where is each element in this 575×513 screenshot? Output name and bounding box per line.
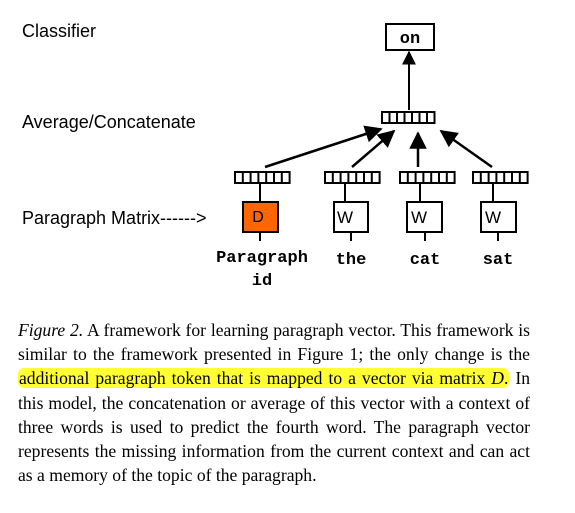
word-box-letter: W <box>485 208 501 227</box>
caption-label: Figure 2. <box>18 320 84 340</box>
figure-caption: Figure 2. A framework for learning parag… <box>18 318 530 487</box>
input-label-the: the <box>336 251 367 270</box>
caption-text-before: A framework for learning paragraph vecto… <box>18 320 530 365</box>
paragraph-vector <box>234 171 291 184</box>
caption-highlight-var: D <box>491 368 504 389</box>
output-box: on <box>385 23 435 51</box>
label-average-concatenate: Average/Concatenate <box>22 112 196 132</box>
word-box-letter: W <box>337 208 353 227</box>
word-matrix-box-sat: W <box>480 201 517 241</box>
word-vector-cat <box>399 171 456 184</box>
input-label-sat: sat <box>483 251 514 270</box>
arrow-sat-to-average <box>439 129 493 169</box>
caption-highlight-end: . <box>503 368 509 389</box>
word-matrix-box-cat: W <box>406 201 443 241</box>
caption-highlight: additional paragraph token that is mappe… <box>18 368 510 389</box>
framework-diagram: Classifier Average/Concatenate Paragraph… <box>22 21 529 291</box>
output-word: on <box>400 30 420 49</box>
label-classifier: Classifier <box>22 21 96 41</box>
arrow-the-to-average <box>351 129 396 168</box>
input-label-paragraph-id: id <box>252 272 272 291</box>
averaged-vector <box>381 111 436 124</box>
caption-highlight-text: additional paragraph token that is mappe… <box>19 368 492 389</box>
word-matrix-box-the: W <box>333 201 369 241</box>
label-paragraph-matrix: Paragraph Matrix------> <box>22 208 207 228</box>
caption-text-after: In this model, the concatenation or aver… <box>18 368 530 486</box>
word-vector-the <box>324 171 381 184</box>
input-label-paragraph: Paragraph <box>216 249 308 268</box>
paragraph-matrix-box: D <box>242 201 279 241</box>
paragraph-box-letter: D <box>252 209 264 226</box>
word-box-letter: W <box>411 208 427 227</box>
word-vector-sat <box>472 171 529 184</box>
input-label-cat: cat <box>410 251 441 270</box>
arrow-paragraph-to-average <box>264 125 383 169</box>
